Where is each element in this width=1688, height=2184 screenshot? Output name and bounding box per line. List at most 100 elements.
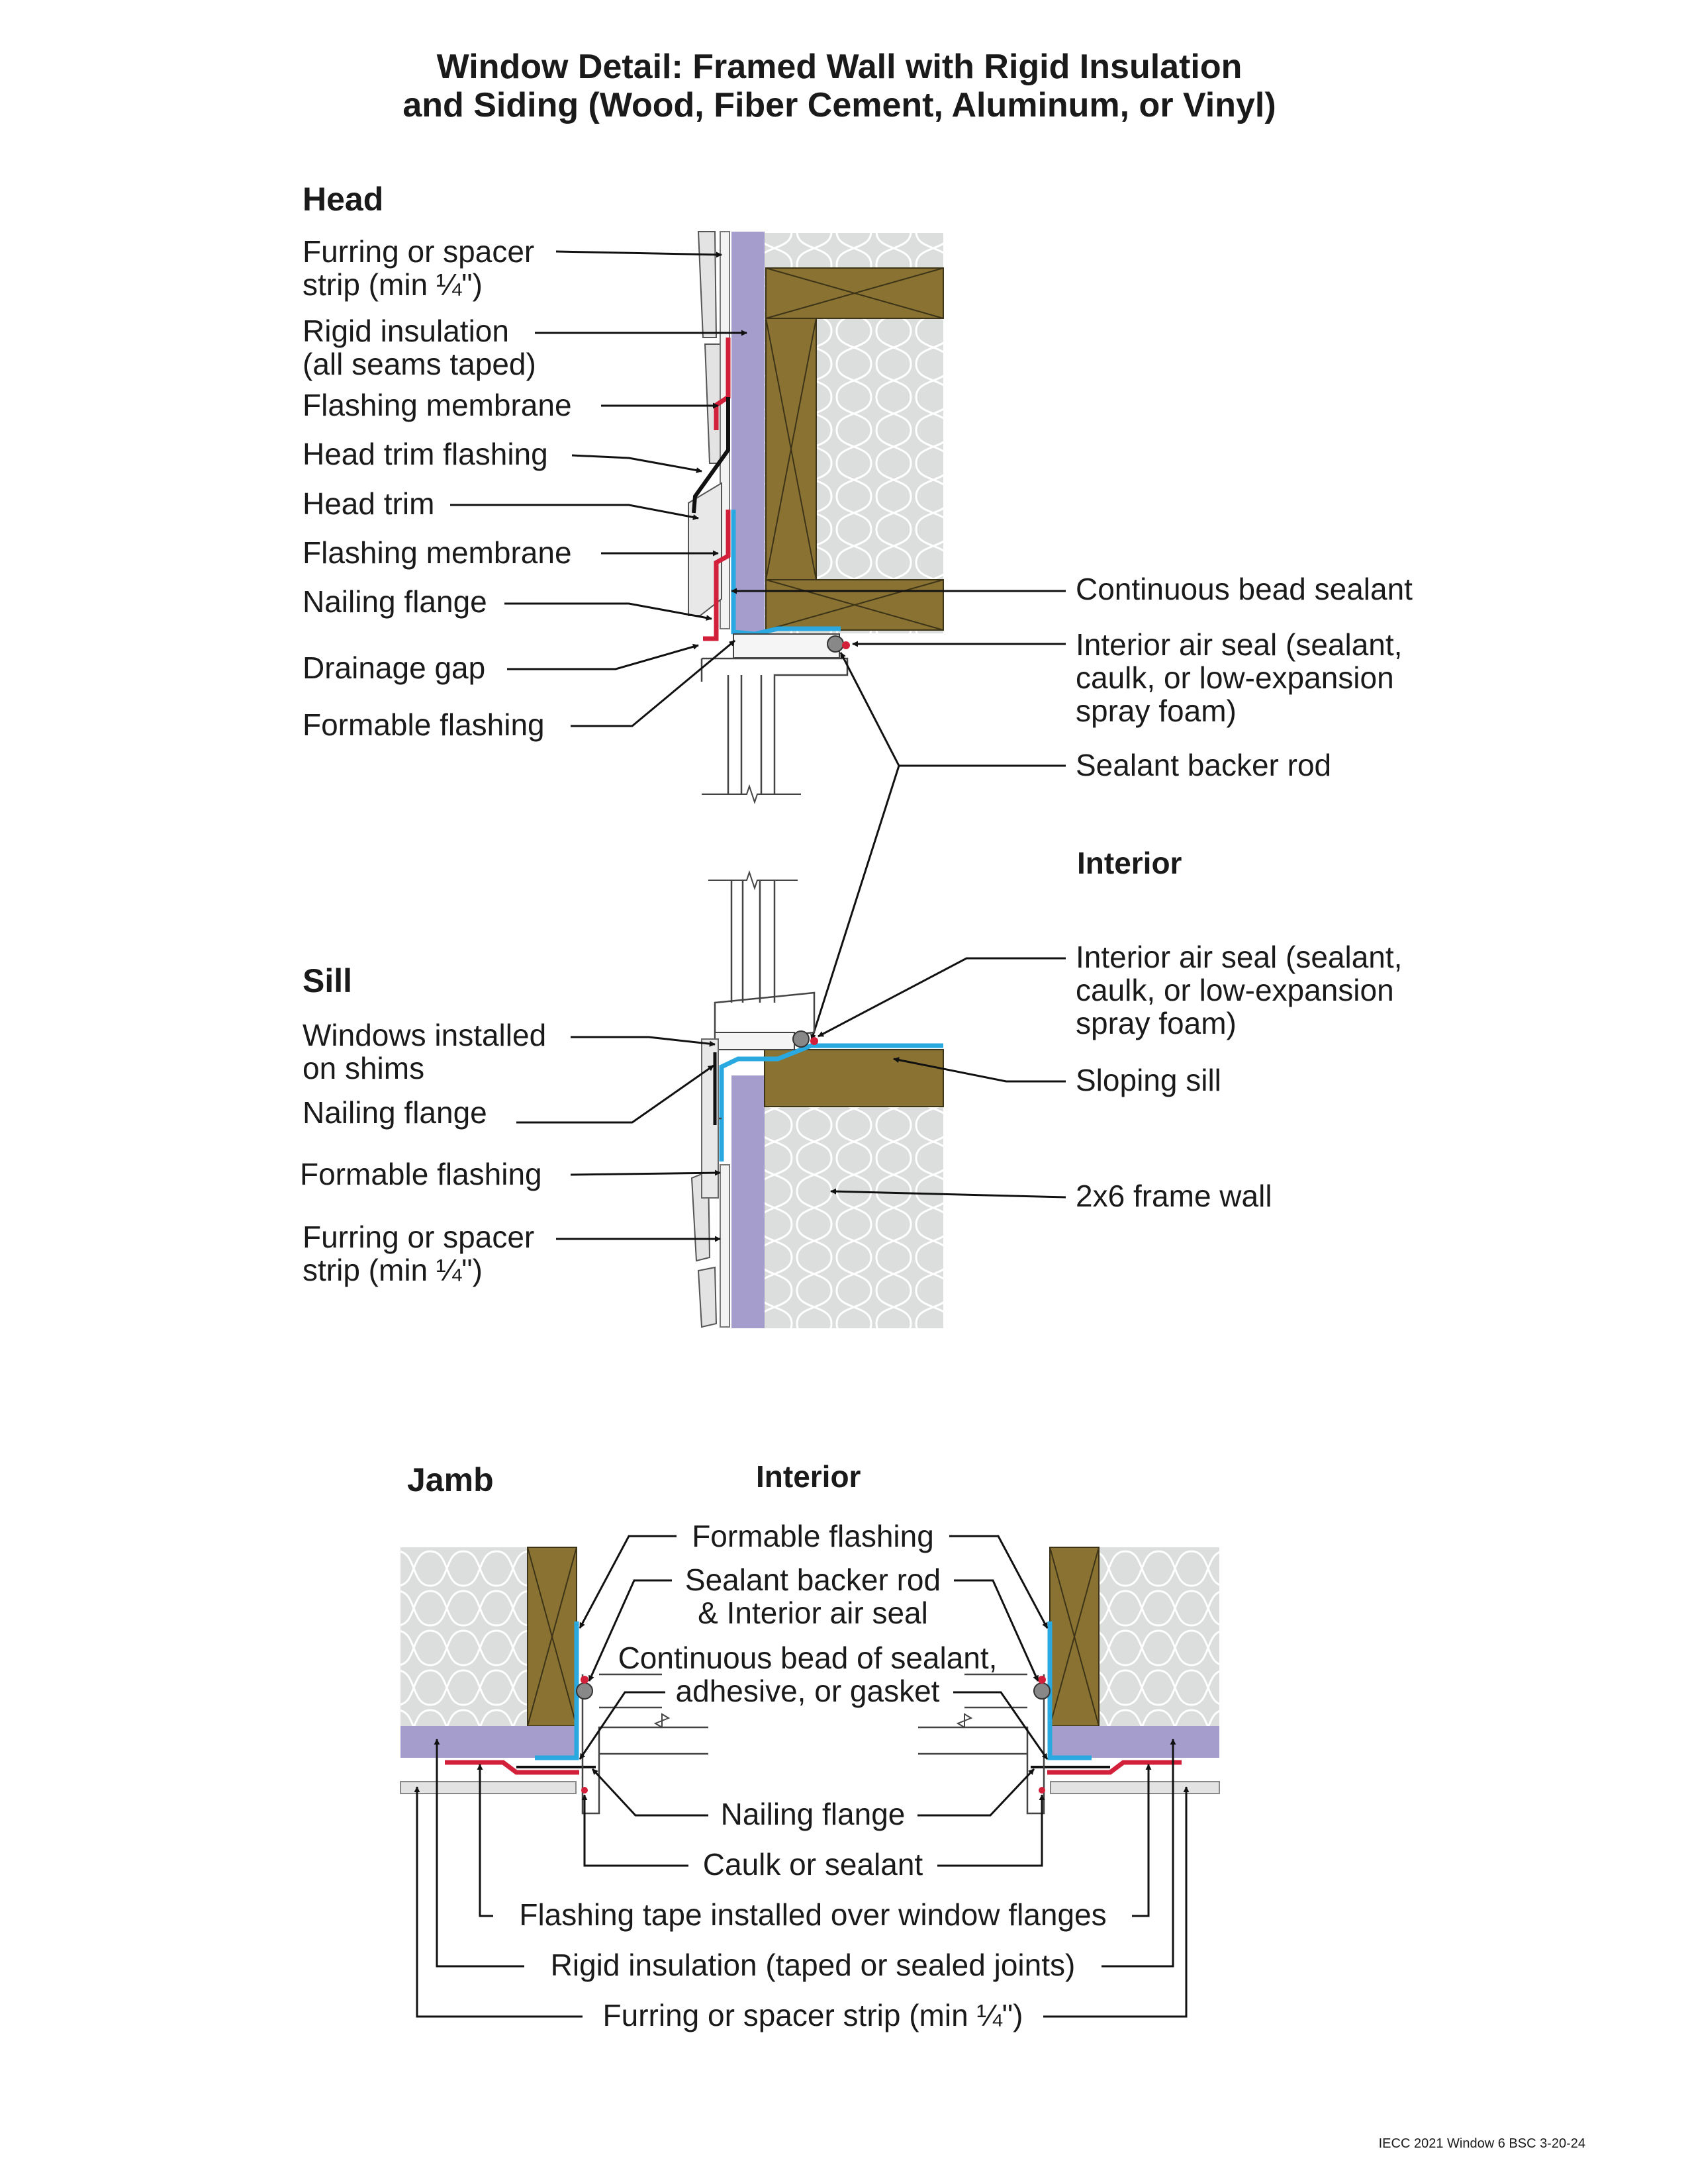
label-head-formable-flashing: Formable flashing [303,707,545,742]
label-head-rigid-2: (all seams taped) [303,347,536,381]
head-top-plate-cross [765,267,944,319]
leader-sill-nailing-flange [516,1064,714,1124]
leader-jamb-formable-right [949,1535,1049,1629]
label-sill-air-seal-2: caulk, or low-expansion [1076,973,1394,1007]
jamb-right-batt [1099,1547,1219,1726]
leader-jamb-bead-left [579,1691,665,1760]
label-head-rigid-1: Rigid insulation [303,314,509,348]
head-break-line [702,784,801,805]
leader-jamb-tape-right [1132,1764,1152,1917]
jamb-right-furring [1050,1781,1220,1794]
label-head-trim-flashing: Head trim flashing [303,437,548,471]
leader-head-formable-flashing [571,639,735,727]
sill-window-frame [714,1032,795,1050]
leader-jamb-furring-left [414,1786,583,2018]
leader-jamb-backer-right [954,1579,1039,1682]
jamb-left-wall [400,1547,708,1815]
leader-jamb-caulk-right [937,1794,1045,1867]
leader-jamb-rigid-left [434,1739,524,1968]
jamb-right-formable-flashing [1047,1621,1092,1760]
jamb-right-break-line [956,1713,973,1728]
label-head-furring-2: strip (min ¼") [303,267,483,302]
sill-batt-insulation [765,1107,943,1328]
jamb-left-break-line [653,1713,671,1728]
label-sill-shims-2: on shims [303,1051,424,1085]
sill-furring-strip [720,1164,730,1328]
leader-jamb-furring-right [1043,1786,1190,2018]
jamb-left-backer-rod [576,1682,593,1700]
label-sill-air-seal-3: spray foam) [1076,1006,1237,1040]
section-sill: Sill [303,962,352,999]
jamb-right-window-frame [918,1673,1045,1815]
leader-frame-wall [830,1188,1066,1199]
jamb-left-flashing-tape [445,1760,579,1775]
head-detail [688,231,944,805]
jamb-left-rigid [400,1726,577,1758]
title-line-2: and Siding (Wood, Fiber Cement, Aluminum… [402,86,1276,124]
head-nailing-flange-membrane [703,582,719,641]
label-head-trim: Head trim [303,486,434,521]
sill-labels-right: Interior air seal (sealant, caulk, or lo… [818,940,1402,1213]
section-interior-jamb: Interior [756,1459,861,1494]
label-sill-air-seal-1: Interior air seal (sealant, [1076,940,1402,974]
leader-jamb-rigid-right [1102,1739,1176,1968]
section-interior-sill: Interior [1077,846,1182,880]
head-rigid-insulation [731,232,765,634]
leader-jamb-nailing-right [917,1768,1035,1817]
label-jamb-backer-rod-2: & Interior air seal [698,1596,928,1630]
sill-interior-air-seal [810,1037,818,1045]
leader-sill-air-seal [818,957,1066,1038]
jamb-left-furring [400,1781,577,1794]
jamb-right-rigid [1050,1726,1219,1758]
label-jamb-bead-1: Continuous bead of sealant, [618,1641,998,1675]
jamb-right-stud-cross [1049,1547,1100,1727]
jamb-right-wall [918,1547,1220,1815]
jamb-left-formable-flashing [535,1621,579,1760]
head-labels-left: Furring or spacer strip (min ¼") Rigid i… [303,234,747,742]
sill-break-line [708,870,798,891]
label-jamb-bead-2: adhesive, or gasket [676,1674,940,1708]
label-head-membrane-lower: Flashing membrane [303,535,572,570]
leader-sill-shims [571,1036,716,1047]
label-jamb-caulk: Caulk or sealant [703,1847,923,1882]
sill-detail [690,870,944,1328]
leader-backer-rod-to-sill [810,765,900,1040]
head-window-profile [700,657,849,794]
label-head-membrane-upper: Flashing membrane [303,388,572,422]
sill-labels-left: Windows installed on shims Nailing flang… [300,1018,721,1287]
leader-head-furring [555,250,722,258]
head-siding [697,231,724,464]
label-head-air-seal-2: caulk, or low-expansion [1076,660,1394,695]
leader-head-drainage-gap [507,643,699,670]
label-head-air-seal-1: Interior air seal (sealant, [1076,627,1402,662]
label-continuous-bead: Continuous bead sealant [1076,572,1413,606]
label-sill-furring-2: strip (min ¼") [303,1253,483,1287]
label-jamb-nailing-flange: Nailing flange [721,1797,906,1831]
label-jamb-formable-flashing: Formable flashing [692,1519,934,1553]
jamb-labels: Formable flashing Sealant backer rod & I… [414,1519,1190,2032]
leader-sill-formable-flashing [570,1169,721,1176]
label-sill-furring-1: Furring or spacer [303,1220,534,1254]
jamb-left-stud-cross [527,1547,577,1727]
head-window-frame [733,633,840,659]
label-jamb-furring: Furring or spacer strip (min ¼") [603,1998,1023,2032]
leader-sloping-sill [893,1057,1066,1083]
head-flashing-membrane-upper [714,338,731,430]
leader-jamb-caulk-left [581,1794,688,1867]
leader-jamb-nailing-left [591,1768,708,1817]
jamb-left-caulk [581,1787,588,1794]
section-jamb: Jamb [407,1461,494,1498]
leader-jamb-backer-left [588,1579,672,1682]
sill-plate [764,1049,944,1107]
title-line-1: Window Detail: Framed Wall with Rigid In… [437,48,1243,86]
sill-window-profile [714,880,816,1120]
jamb-right-air-seal [1038,1676,1046,1684]
sill-sealant-backer-rod [792,1030,810,1048]
label-sill-nailing-flange: Nailing flange [303,1095,487,1130]
label-sill-shims-1: Windows installed [303,1018,546,1052]
label-frame-wall: 2x6 frame wall [1076,1179,1272,1213]
jamb-left-air-seal [581,1676,588,1684]
label-jamb-flashing-tape: Flashing tape installed over window flan… [519,1897,1106,1932]
leader-head-trim [450,504,699,520]
